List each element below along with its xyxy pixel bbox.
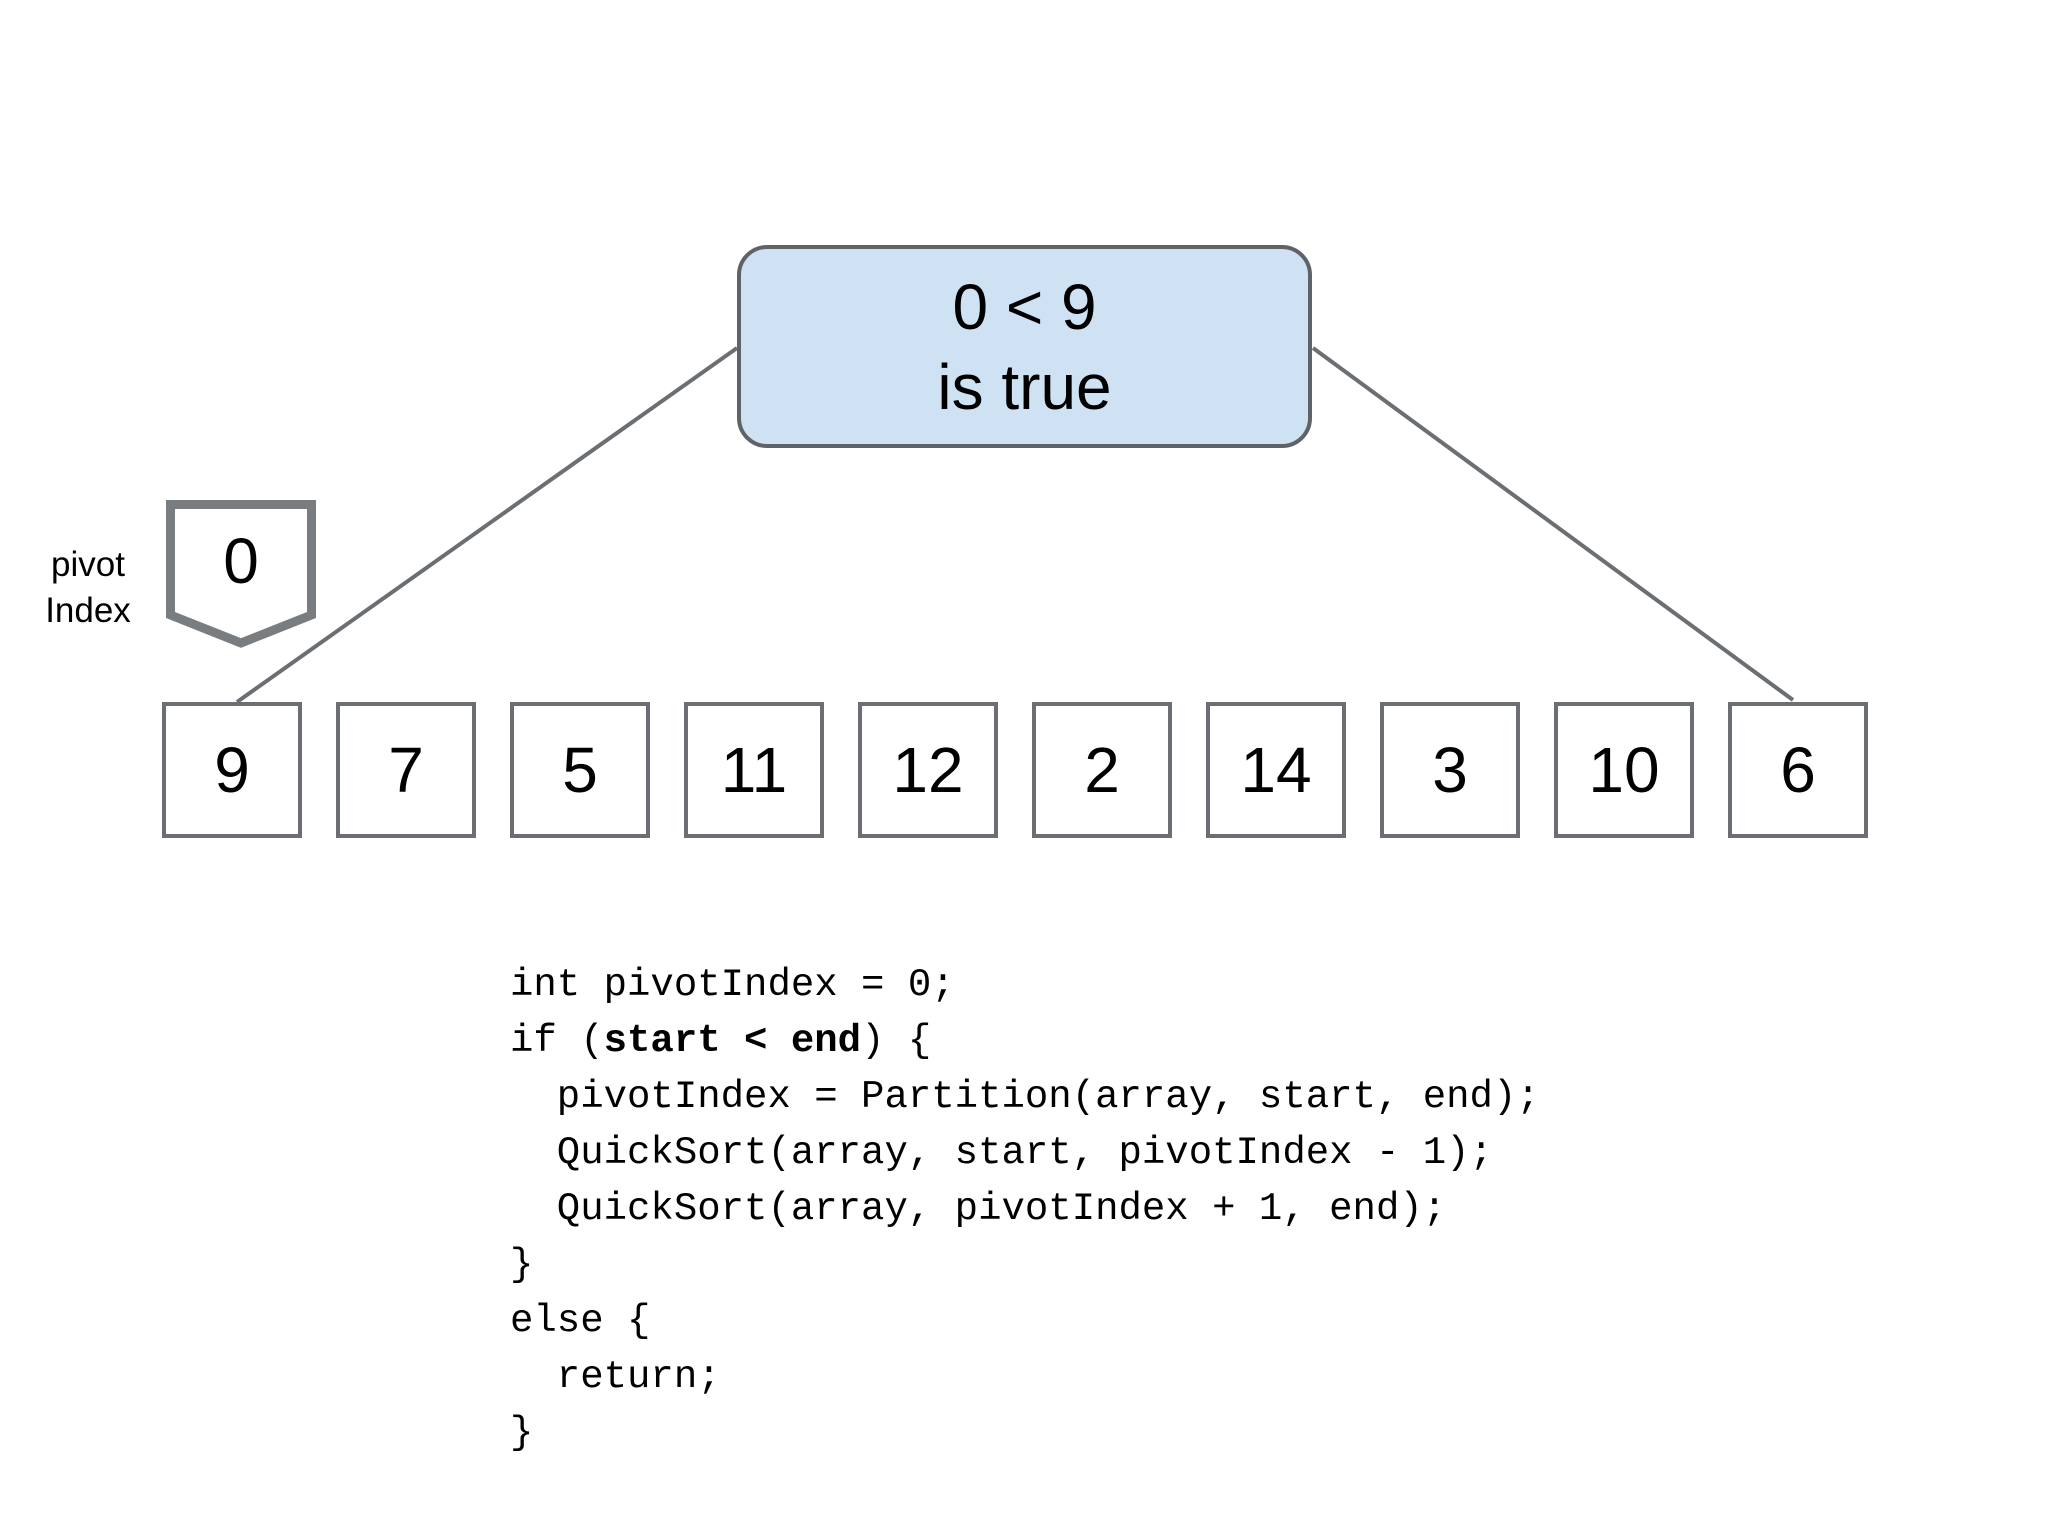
- pivot-index-label-line2: Index: [45, 591, 131, 630]
- array-cell: 12: [858, 702, 998, 838]
- pivot-value: 0: [223, 525, 259, 597]
- code-segment: if (: [510, 1019, 604, 1063]
- code-line: QuickSort(array, pivotIndex + 1, end);: [510, 1181, 1540, 1237]
- code-line: }: [510, 1405, 1540, 1461]
- code-segment: QuickSort(array, pivotIndex + 1, end);: [510, 1187, 1447, 1231]
- code-segment: QuickSort(array, start, pivotIndex - 1);: [510, 1131, 1493, 1175]
- code-segment: ) {: [861, 1019, 932, 1063]
- code-line: int pivotIndex = 0;: [510, 957, 1540, 1013]
- pivot-pentagon-icon: [166, 500, 316, 648]
- code-segment-bold: start < end: [603, 1019, 862, 1063]
- array-cell-value: 5: [562, 734, 598, 806]
- connector-line-right: [1311, 346, 1795, 702]
- array-cell: 11: [684, 702, 824, 838]
- pivot-index-label-line1: pivot: [51, 545, 125, 584]
- array-cell: 5: [510, 702, 650, 838]
- code-line: }: [510, 1237, 1540, 1293]
- array-cell-value: 14: [1240, 734, 1312, 806]
- array-cell-value: 6: [1780, 734, 1816, 806]
- pivot-marker: 0: [166, 500, 316, 648]
- code-line: if (start < end) {: [510, 1013, 1540, 1069]
- code-segment: pivotIndex = Partition(array, start, end…: [510, 1075, 1540, 1119]
- array-cell: 2: [1032, 702, 1172, 838]
- decision-node: 0 < 9 is true: [737, 245, 1312, 448]
- array-cell: 3: [1380, 702, 1520, 838]
- code-segment: return;: [510, 1355, 721, 1399]
- pivot-index-label: pivot Index: [18, 542, 158, 634]
- array-cell-value: 12: [892, 734, 964, 806]
- array-cell: 9: [162, 702, 302, 838]
- decision-node-condition: 0 < 9: [952, 270, 1097, 343]
- code-line: pivotIndex = Partition(array, start, end…: [510, 1069, 1540, 1125]
- array-cell: 6: [1728, 702, 1868, 838]
- array-cell-value: 9: [214, 734, 250, 806]
- code-segment: else {: [510, 1299, 651, 1343]
- array-cell: 10: [1554, 702, 1694, 838]
- array-cell-value: 11: [720, 734, 788, 806]
- array-cell-value: 10: [1588, 734, 1660, 806]
- code-line: QuickSort(array, start, pivotIndex - 1);: [510, 1125, 1540, 1181]
- array-cell-value: 2: [1084, 734, 1120, 806]
- array-cell: 7: [336, 702, 476, 838]
- code-line: else {: [510, 1293, 1540, 1349]
- array-cell: 14: [1206, 702, 1346, 838]
- array-row: 9 7 5 11 12 2 14 3 10 6: [162, 702, 1868, 838]
- code-line: return;: [510, 1349, 1540, 1405]
- code-segment: int pivotIndex = 0;: [510, 963, 955, 1007]
- array-cell-value: 3: [1432, 734, 1468, 806]
- code-block: int pivotIndex = 0; if (start < end) { pi…: [510, 957, 1540, 1461]
- code-segment: }: [510, 1411, 534, 1455]
- decision-node-result: is true: [937, 350, 1112, 423]
- code-segment: }: [510, 1243, 534, 1287]
- connector-line-left: [235, 346, 739, 704]
- array-cell-value: 7: [388, 734, 424, 806]
